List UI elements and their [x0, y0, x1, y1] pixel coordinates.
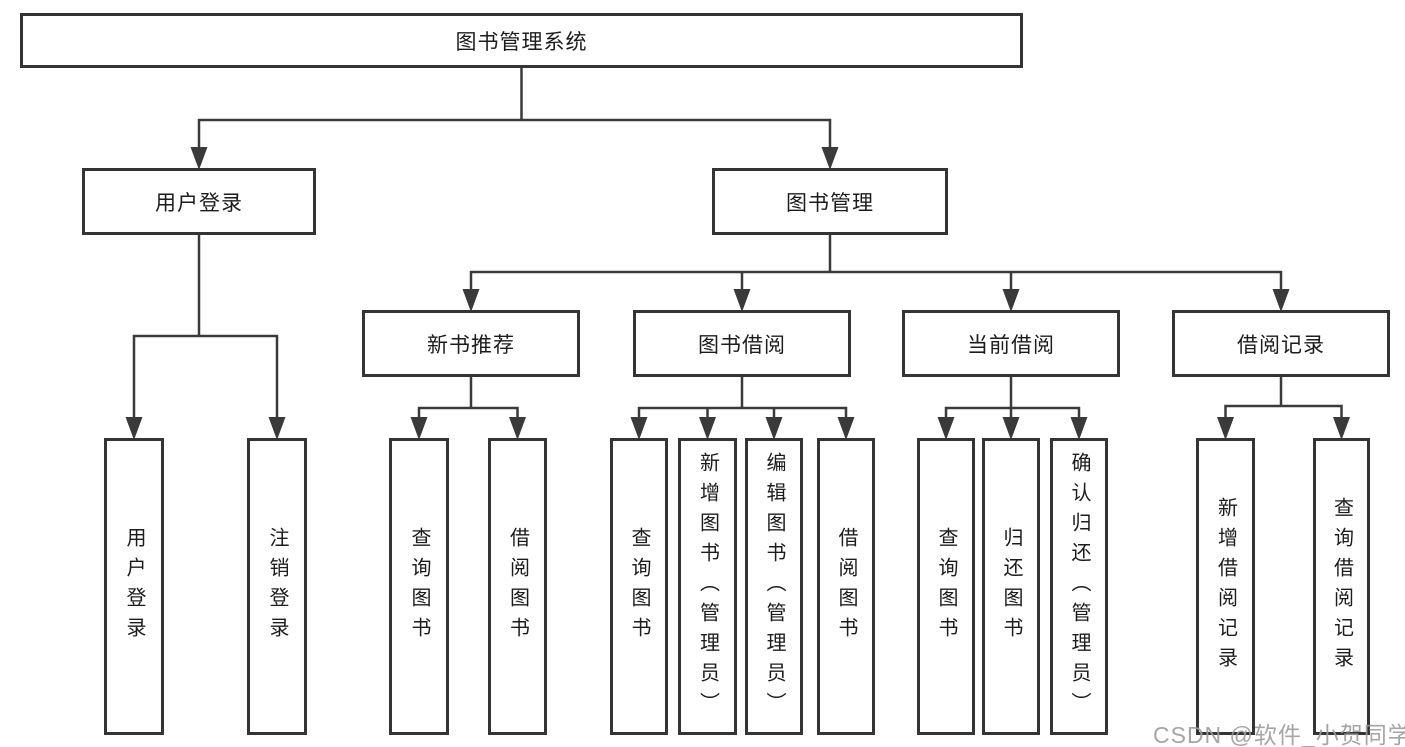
node-label: 注销登录 — [266, 526, 288, 647]
node-label: 图书管理系统 — [455, 30, 588, 54]
node-label: 查询图书 — [628, 526, 650, 647]
leaf-current-return-book: 归还图书 — [982, 438, 1040, 735]
leaf-records-add-record: 新增借阅记录 — [1196, 438, 1255, 735]
node-label: 编辑图书（管理员） — [763, 451, 785, 722]
csdn-watermark: CSDN @软件_小贺同学 — [1153, 722, 1405, 747]
leaf-borrow-query-book: 查询图书 — [610, 438, 668, 735]
leaf-user-login: 用户登录 — [104, 438, 164, 735]
node-label: 新书推荐 — [427, 333, 515, 357]
node-user-login: 用户登录 — [82, 168, 316, 235]
node-label: 借阅图书 — [835, 526, 857, 647]
node-label: 新增借阅记录 — [1214, 496, 1237, 677]
leaf-borrow-edit-book-admin: 编辑图书（管理员） — [745, 438, 803, 735]
node-root-system: 图书管理系统 — [20, 13, 1023, 68]
node-label: 图书管理 — [786, 191, 874, 215]
leaf-logout-login: 注销登录 — [247, 438, 307, 735]
node-label: 借阅图书 — [506, 526, 529, 647]
node-label: 用户登录 — [123, 526, 145, 647]
leaf-recommend-borrow-book: 借阅图书 — [488, 438, 547, 735]
node-label: 查询图书 — [935, 526, 957, 647]
node-label: 查询借阅记录 — [1330, 496, 1353, 677]
node-label: 新增图书（管理员） — [696, 451, 719, 722]
node-current-borrow: 当前借阅 — [902, 310, 1120, 377]
node-label: 借阅记录 — [1237, 333, 1325, 357]
node-label: 用户登录 — [155, 191, 243, 215]
leaf-current-query-book: 查询图书 — [917, 438, 975, 735]
node-borrow-records: 借阅记录 — [1172, 310, 1390, 377]
leaf-current-confirm-return-admin: 确认归还（管理员） — [1050, 438, 1108, 735]
node-book-management: 图书管理 — [712, 168, 948, 235]
node-book-borrow: 图书借阅 — [633, 310, 851, 377]
leaf-recommend-query-book: 查询图书 — [389, 438, 449, 735]
node-new-book-recommend: 新书推荐 — [362, 310, 580, 377]
node-label: 当前借阅 — [967, 333, 1055, 357]
node-label: 图书借阅 — [698, 333, 786, 357]
leaf-borrow-add-book-admin: 新增图书（管理员） — [678, 438, 737, 735]
leaf-records-query-record: 查询借阅记录 — [1313, 438, 1370, 735]
node-label: 确认归还（管理员） — [1068, 451, 1090, 722]
leaf-borrow-borrow-book: 借阅图书 — [817, 438, 875, 735]
node-label: 查询图书 — [408, 526, 430, 647]
node-label: 归还图书 — [1000, 526, 1022, 647]
